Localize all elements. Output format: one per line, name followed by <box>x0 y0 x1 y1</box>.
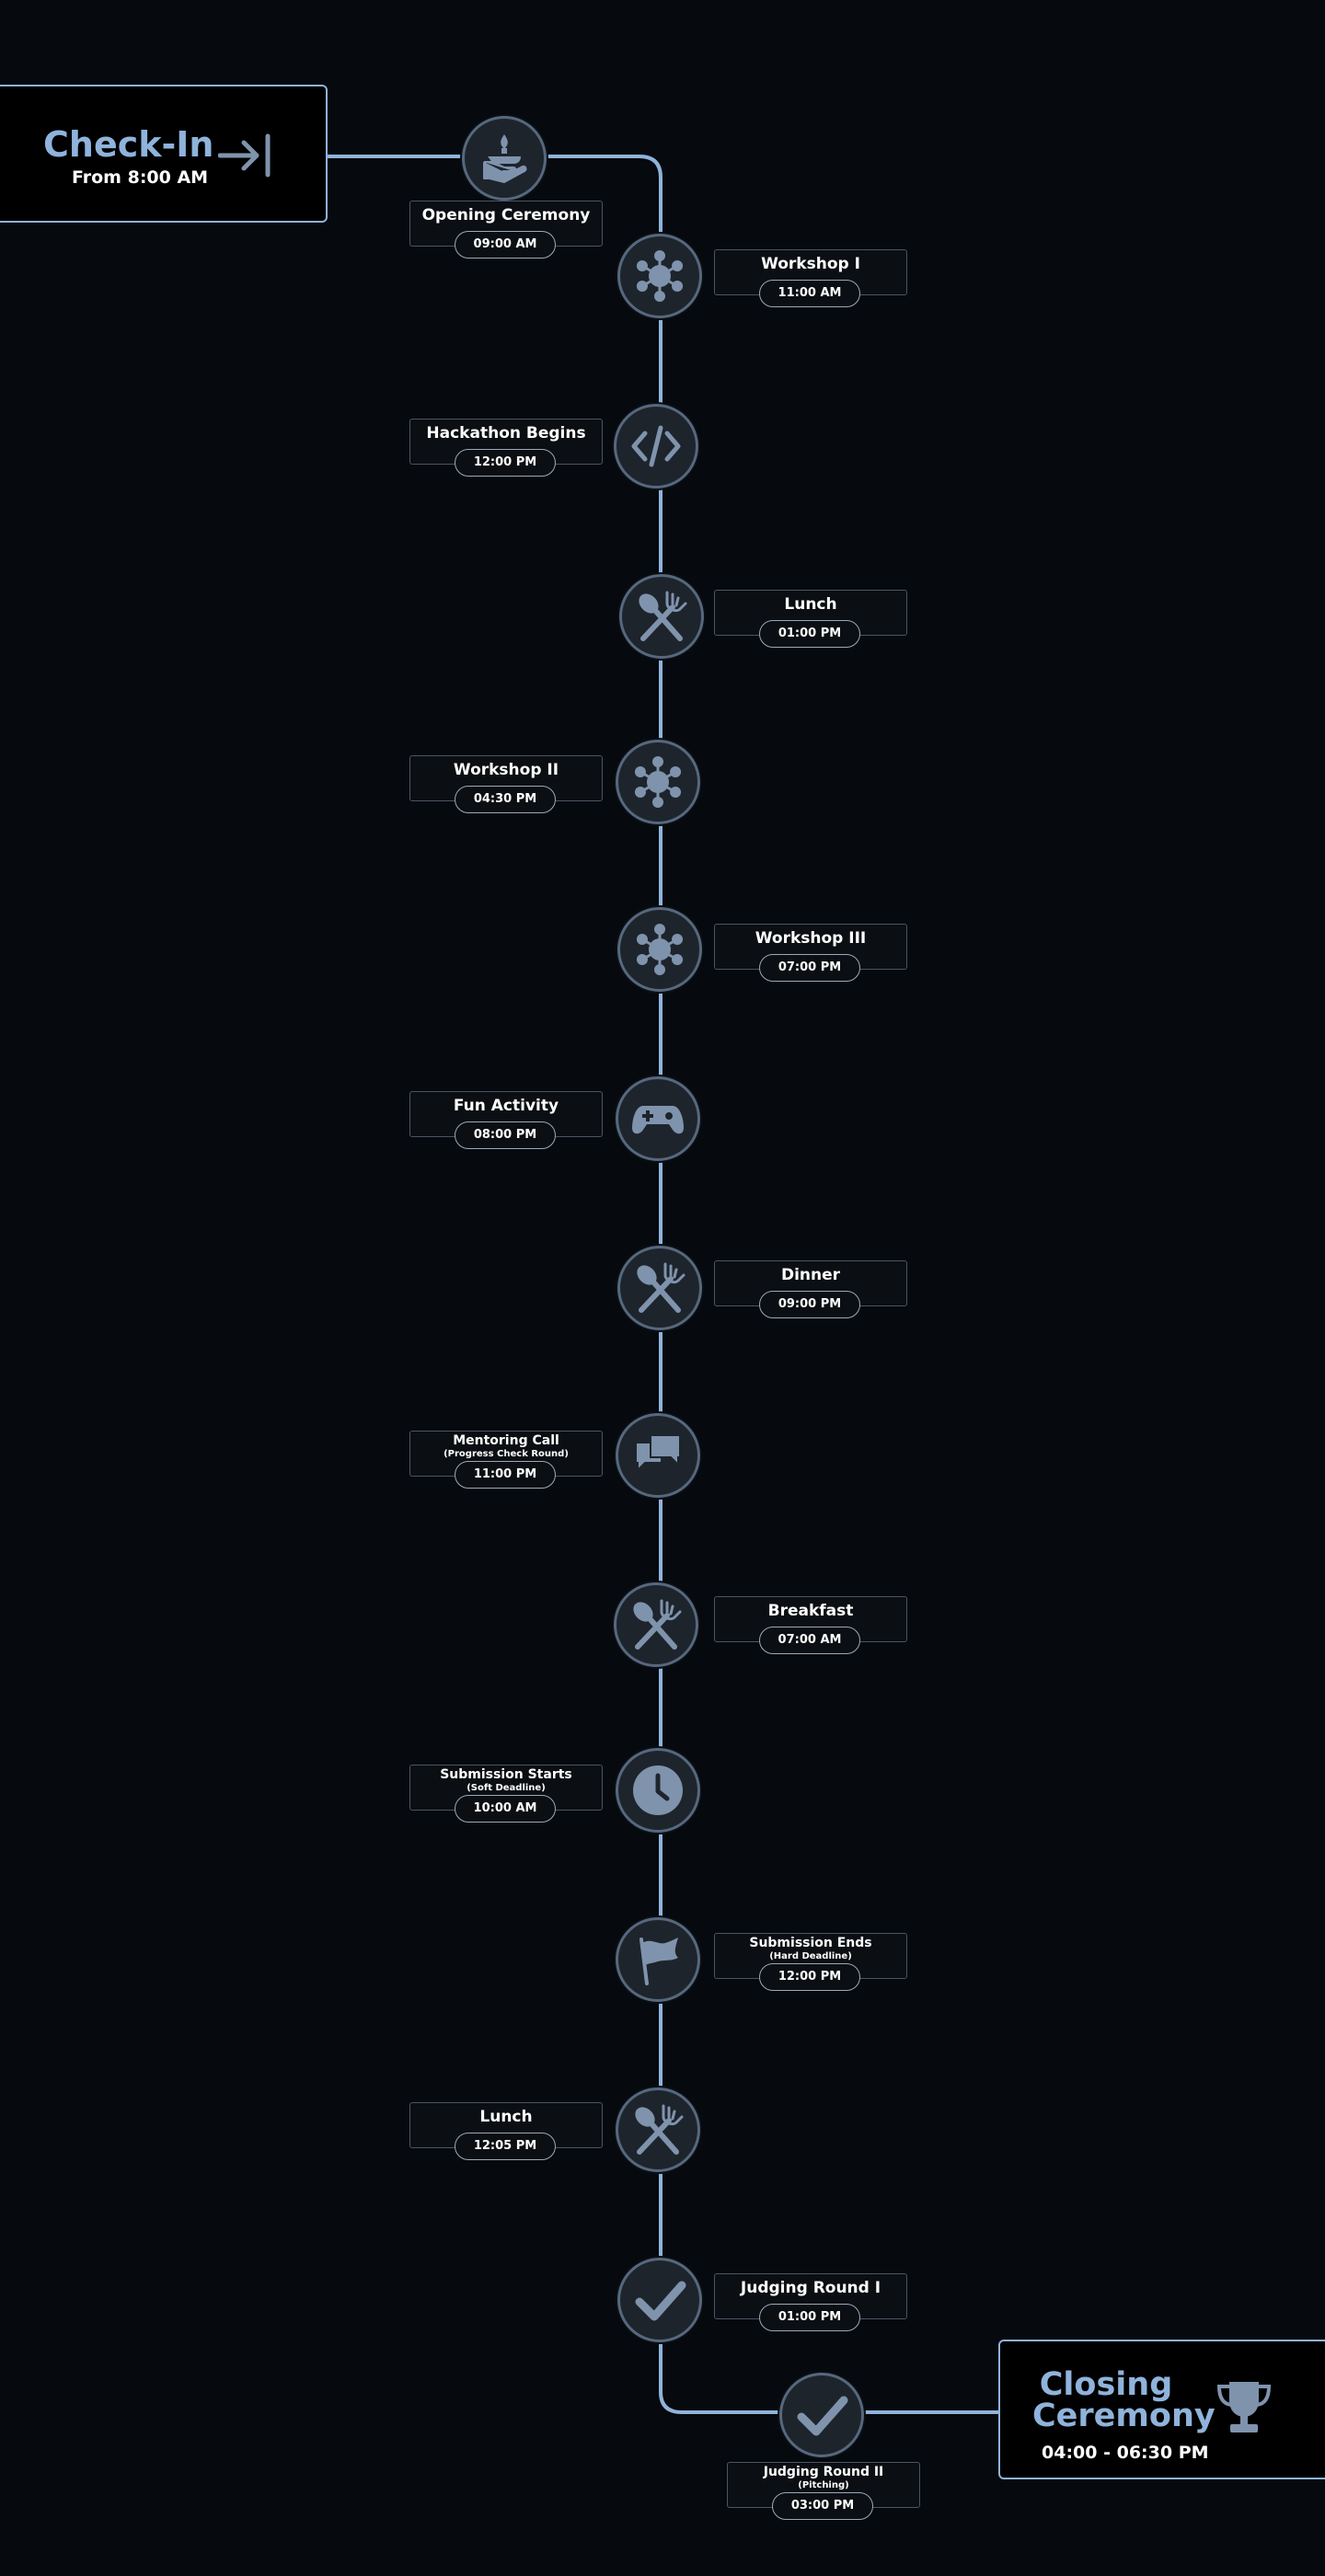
event-note: (Pitching) <box>798 2480 849 2490</box>
code-icon <box>631 425 681 467</box>
event-time-badge: 09:00 PM <box>759 1291 860 1318</box>
event-time-badge: 10:00 AM <box>455 1795 556 1823</box>
clock-icon <box>633 1765 683 1815</box>
event-title: Workshop I <box>761 255 860 273</box>
event-title: Submission Starts <box>440 1767 572 1782</box>
event-time-badge: 12:00 PM <box>759 1963 860 1991</box>
event-label-submission-ends: Submission Ends(Hard Deadline) 12:00 PM <box>714 1933 907 1991</box>
timeline-node-mentoring-call <box>616 1413 700 1498</box>
timeline-node-workshop-i <box>617 234 702 318</box>
timeline-node-fun-activity <box>616 1076 700 1161</box>
people-network-icon <box>636 250 684 302</box>
people-network-icon <box>634 756 682 808</box>
timeline-node-hackathon-begins <box>614 404 698 489</box>
event-title: Mentoring Call <box>453 1433 559 1448</box>
timeline-node-breakfast <box>614 1582 698 1667</box>
event-label-opening-ceremony: Opening Ceremony 09:00 AM <box>409 201 603 259</box>
timeline-node-judging-round-i <box>617 2258 702 2342</box>
event-label-lunch: Lunch 12:05 PM <box>409 2102 603 2160</box>
event-title: Fun Activity <box>453 1097 559 1115</box>
event-time-badge: 04:30 PM <box>455 786 556 813</box>
event-note: (Soft Deadline) <box>467 1783 546 1793</box>
event-title: Workshop III <box>755 929 867 948</box>
event-label-mentoring-call: Mentoring Call(Progress Check Round) 11:0… <box>409 1431 603 1489</box>
event-time-badge: 12:05 PM <box>455 2133 556 2160</box>
trophy-icon <box>1216 2382 1272 2432</box>
timeline-node-workshop-ii <box>616 740 700 824</box>
event-label-lunch: Lunch 01:00 PM <box>714 590 907 648</box>
event-time-badge: 01:00 PM <box>759 2304 860 2331</box>
event-time-badge: 08:00 PM <box>455 1121 556 1149</box>
event-label-hackathon-begins: Hackathon Begins 12:00 PM <box>409 419 603 477</box>
timeline-node-opening-ceremony <box>462 116 547 201</box>
timeline-node-submission-ends <box>616 1917 700 2002</box>
utensils-icon <box>639 591 687 641</box>
closing-title-line2: Ceremony <box>1032 2398 1216 2434</box>
event-time-badge: 03:00 PM <box>772 2492 873 2520</box>
event-label-workshop-ii: Workshop II 04:30 PM <box>409 755 603 813</box>
event-title: Lunch <box>479 2108 533 2126</box>
event-title: Hackathon Begins <box>426 424 586 443</box>
event-time-badge: 11:00 AM <box>759 280 860 307</box>
event-title: Lunch <box>784 595 837 614</box>
people-network-icon <box>636 924 684 975</box>
timeline-node-lunch <box>616 2087 700 2172</box>
check-in-title: Check-In <box>43 124 214 165</box>
event-label-judging-round-ii: Judging Round II(Pitching) 03:00 PM <box>727 2462 920 2520</box>
event-title: Dinner <box>780 1266 841 1284</box>
event-label-judging-round-i: Judging Round I 01:00 PM <box>714 2273 907 2331</box>
check-in-card: Check-In From 8:00 AM <box>0 85 328 223</box>
chat-bubbles-icon <box>635 1434 681 1473</box>
timeline-node-submission-starts <box>616 1748 700 1833</box>
utensils-icon <box>633 1599 682 1650</box>
event-title: Judging Round II <box>763 2465 884 2479</box>
event-label-breakfast: Breakfast 07:00 AM <box>714 1596 907 1654</box>
closing-time: 04:00 - 06:30 PM <box>1042 2443 1209 2463</box>
event-label-fun-activity: Fun Activity 08:00 PM <box>409 1091 603 1149</box>
event-time-badge: 07:00 AM <box>759 1627 860 1654</box>
event-time-badge: 12:00 PM <box>455 449 556 477</box>
event-time-badge: 01:00 PM <box>759 620 860 648</box>
hand-serving-icon <box>483 134 527 183</box>
checkmark-icon <box>635 2281 686 2321</box>
event-label-workshop-i: Workshop I 11:00 AM <box>714 249 907 307</box>
event-note: (Hard Deadline) <box>769 1951 852 1961</box>
event-title: Submission Ends <box>749 1936 872 1950</box>
event-label-dinner: Dinner 09:00 PM <box>714 1260 907 1318</box>
event-time-badge: 11:00 PM <box>455 1461 556 1489</box>
timeline-node-judging-round-ii <box>779 2373 864 2457</box>
check-in-subtitle: From 8:00 AM <box>72 167 209 188</box>
checkmark-icon <box>797 2396 848 2436</box>
utensils-icon <box>637 1262 686 1313</box>
event-title: Breakfast <box>767 1602 854 1620</box>
gamepad-icon <box>632 1106 684 1134</box>
event-label-workshop-iii: Workshop III 07:00 PM <box>714 924 907 982</box>
closing-title-line1: Closing <box>1039 2366 1173 2403</box>
timeline-node-dinner <box>617 1246 702 1330</box>
event-title: Opening Ceremony <box>421 206 591 224</box>
event-time-badge: 07:00 PM <box>759 954 860 982</box>
flag-icon <box>639 1938 678 1985</box>
sign-in-arrow-icon <box>218 133 271 178</box>
event-title: Judging Round I <box>740 2279 881 2297</box>
event-label-submission-starts: Submission Starts(Soft Deadline) 10:00 AM <box>409 1765 603 1823</box>
utensils-icon <box>635 2104 684 2155</box>
event-time-badge: 09:00 AM <box>455 231 556 259</box>
event-title: Workshop II <box>453 761 559 779</box>
event-note: (Progress Check Round) <box>444 1449 569 1459</box>
closing-ceremony-card: Closing Ceremony 04:00 - 06:30 PM <box>998 2340 1325 2479</box>
timeline-node-lunch <box>619 574 704 659</box>
timeline-node-workshop-iii <box>617 907 702 992</box>
